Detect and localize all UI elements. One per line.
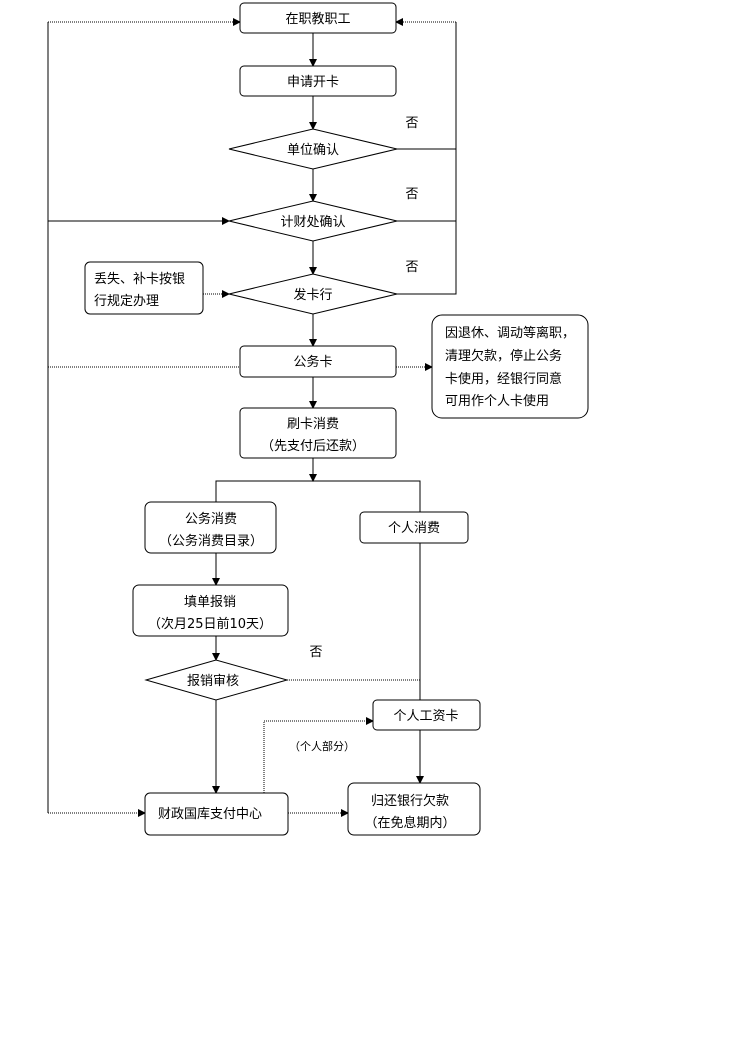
node-reimburse-line2: （次月25日前10天） [148, 616, 272, 632]
node-lost-card-line2: 行规定办理 [94, 294, 159, 309]
node-personal-spend: 个人消费 [359, 511, 469, 544]
node-note: 因退休、调动等离职， 清理欠款，停止公务 卡使用，经银行同意 可用作个人卡使用 [431, 314, 589, 419]
line-bank-no [397, 22, 457, 295]
node-reimburse-line1: 填单报销 [184, 595, 236, 610]
decision-unit-confirm-label: 单位确认 [287, 143, 339, 158]
node-staff-label: 在职教职工 [285, 11, 350, 27]
node-treasury-label: 财政国库支付中心 [158, 806, 262, 822]
decision-audit: 报销审核 [144, 659, 289, 701]
node-staff: 在职教职工 [239, 2, 397, 34]
arrow-treasury-salary [263, 717, 374, 793]
node-apply-label: 申请开卡 [287, 75, 339, 90]
node-swipe-line1: 刷卡消费 [287, 417, 339, 432]
branch-line [215, 480, 421, 512]
decision-audit-label: 报销审核 [187, 674, 239, 689]
decision-finance-confirm-label: 计财处确认 [280, 215, 345, 230]
node-repay-line2: （在免息期内） [364, 815, 455, 831]
node-salary-card-label: 个人工资卡 [393, 709, 458, 724]
node-official-spend-line2: （公务消费目录） [159, 533, 263, 549]
note-line2: 清理欠款，停止公务 [445, 348, 562, 364]
node-official-spend-line1: 公务消费 [185, 511, 237, 527]
label-no-audit: 否 [309, 645, 322, 660]
node-repay: 归还银行欠款 （在免息期内） [347, 782, 481, 836]
decision-issuing-bank: 发卡行 [228, 273, 398, 315]
node-official-card: 公务卡 [239, 345, 397, 378]
node-swipe-line2: （先支付后还款） [261, 439, 365, 454]
node-repay-line1: 归还银行欠款 [371, 793, 449, 809]
node-official-spend: 公务消费 （公务消费目录） [144, 501, 277, 554]
note-line1: 因退休、调动等离职， [445, 325, 575, 341]
node-official-card-label: 公务卡 [293, 354, 332, 370]
node-treasury: 财政国库支付中心 [144, 792, 289, 836]
node-salary-card: 个人工资卡 [372, 699, 481, 731]
label-no-bank: 否 [405, 260, 418, 275]
connectors [47, 18, 457, 817]
node-swipe: 刷卡消费 （先支付后还款） [239, 407, 397, 459]
label-no-unit: 否 [405, 116, 418, 131]
node-lost-card-line1: 丢失、补卡按银 [94, 272, 185, 287]
note-line4: 可用作个人卡使用 [445, 393, 549, 409]
decision-unit-confirm: 单位确认 [228, 128, 398, 170]
label-no-finance: 否 [405, 187, 418, 202]
node-lost-card: 丢失、补卡按银 行规定办理 [84, 261, 204, 315]
decision-finance-confirm: 计财处确认 [228, 200, 398, 242]
decision-issuing-bank-label: 发卡行 [293, 287, 332, 303]
label-personal-part: （个人部分） [289, 739, 355, 753]
note-line3: 卡使用，经银行同意 [445, 371, 562, 387]
node-reimburse: 填单报销 （次月25日前10天） [132, 584, 289, 637]
node-apply: 申请开卡 [239, 65, 397, 97]
node-personal-spend-label: 个人消费 [388, 521, 440, 536]
